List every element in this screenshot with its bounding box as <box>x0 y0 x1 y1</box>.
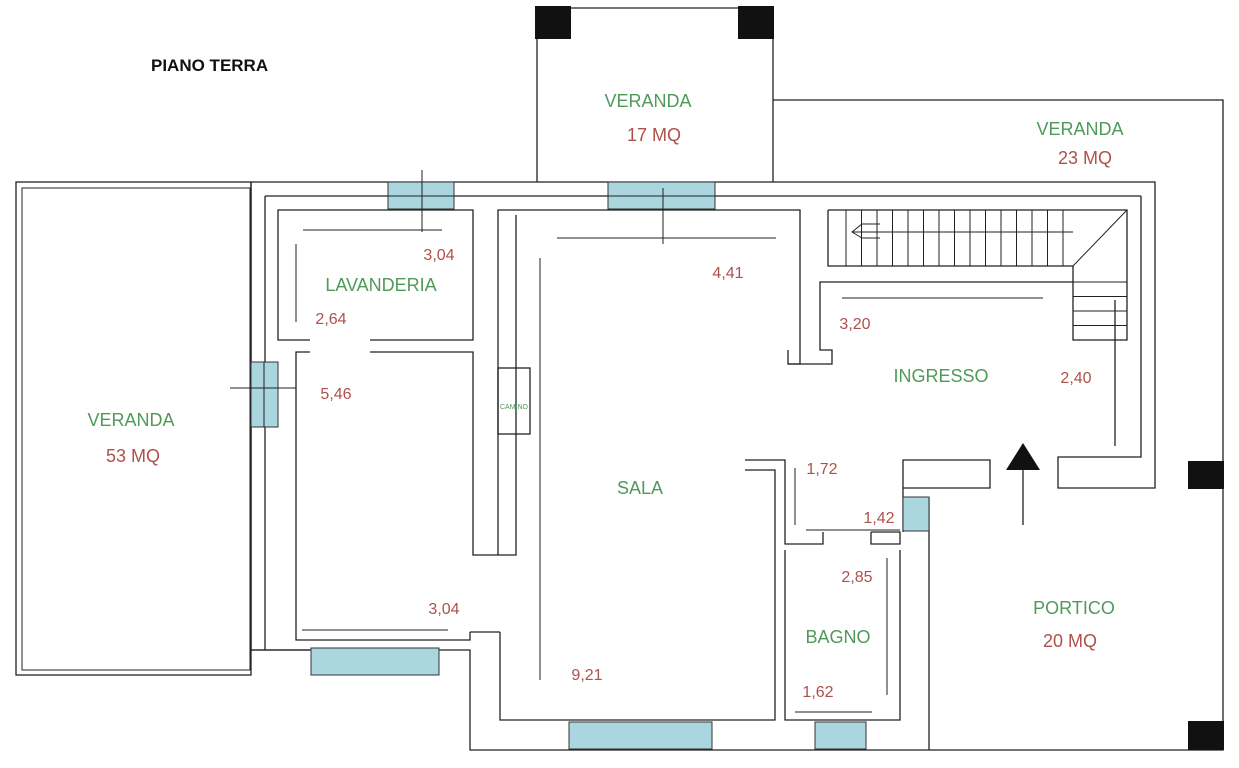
pillar <box>1188 721 1224 750</box>
dimension-label: 2,64 <box>315 311 346 328</box>
dimension-label: 3,04 <box>423 247 454 264</box>
window <box>814 721 867 750</box>
dimension-label: 4,41 <box>712 265 743 282</box>
veranda-left-area: 53 MQ <box>106 446 160 466</box>
lavanderia-label: LAVANDERIA <box>325 275 436 295</box>
plan-title: PIANO TERRA <box>151 56 269 75</box>
staircase <box>827 209 1128 341</box>
veranda-right-label: VERANDA <box>1036 119 1123 139</box>
bagno-label: BAGNO <box>805 627 870 647</box>
portico-area: 20 MQ <box>1043 631 1097 651</box>
portico-label: PORTICO <box>1033 598 1115 618</box>
dimension-label: 9,21 <box>571 667 602 684</box>
veranda-left-label: VERANDA <box>87 410 174 430</box>
window <box>902 496 930 532</box>
dimension-label: 3,20 <box>839 316 870 333</box>
veranda-top-label: VERANDA <box>604 91 691 111</box>
dimension-label: 1,62 <box>802 684 833 701</box>
dimension-label: 5,46 <box>320 386 351 403</box>
dimension-label: 1,72 <box>806 461 837 478</box>
window <box>568 721 713 750</box>
pillar <box>1188 461 1224 489</box>
ingresso-label: INGRESSO <box>893 366 988 386</box>
veranda-top-area: 17 MQ <box>627 125 681 145</box>
pillar <box>738 6 774 39</box>
entrance-arrow-icon <box>1006 443 1040 525</box>
windows <box>250 181 930 750</box>
pillar <box>535 6 571 39</box>
veranda-right-outline <box>773 99 1224 751</box>
veranda-right-area: 23 MQ <box>1058 148 1112 168</box>
sala-label: SALA <box>617 478 663 498</box>
dimension-label: 1,42 <box>863 510 894 527</box>
window <box>310 647 440 676</box>
camino-label: CAMINO <box>500 404 529 411</box>
dimension-lines <box>230 170 1043 713</box>
ingresso-walls <box>745 281 1116 750</box>
dimension-label: 3,04 <box>428 601 459 618</box>
dimension-label: 2,85 <box>841 569 872 586</box>
veranda-top-outline <box>535 6 774 182</box>
camino: CAMINO <box>497 367 531 435</box>
dimension-label: 2,40 <box>1060 370 1091 387</box>
